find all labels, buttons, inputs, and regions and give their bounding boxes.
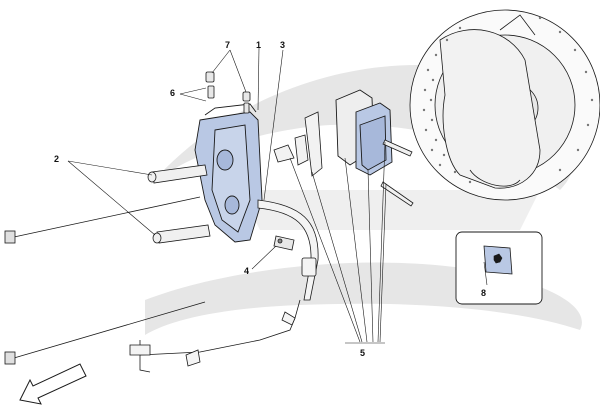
callout-2[interactable]: 2 — [54, 154, 60, 164]
pad-pins[interactable] — [380, 139, 414, 207]
callout-4[interactable]: 4 — [244, 266, 250, 276]
callout-1[interactable]: 1 — [256, 40, 262, 50]
callout-5[interactable]: 5 — [360, 348, 366, 358]
pad-retainer-parts[interactable] — [273, 111, 323, 177]
inset-part-box — [455, 231, 543, 305]
bleed-screw-set[interactable] — [205, 71, 251, 114]
callout-6[interactable]: 6 — [170, 88, 176, 98]
wear-sensor-cables[interactable] — [4, 196, 206, 365]
brake-hose[interactable] — [129, 199, 319, 373]
callout-7[interactable]: 7 — [225, 40, 231, 50]
disc-drill-holes — [422, 16, 594, 184]
leader-lines — [67, 47, 387, 344]
brake-pads[interactable] — [335, 89, 393, 176]
prancing-horse-logo-icon — [493, 253, 503, 264]
brake-caliper[interactable] — [194, 103, 263, 243]
caliper-bolts[interactable] — [147, 164, 211, 244]
hose-bracket[interactable] — [273, 235, 295, 251]
callout-3[interactable]: 3 — [280, 40, 286, 50]
direction-arrow-icon — [19, 363, 87, 405]
brake-disc-hub[interactable] — [409, 9, 600, 201]
callout-8[interactable]: 8 — [481, 288, 487, 298]
